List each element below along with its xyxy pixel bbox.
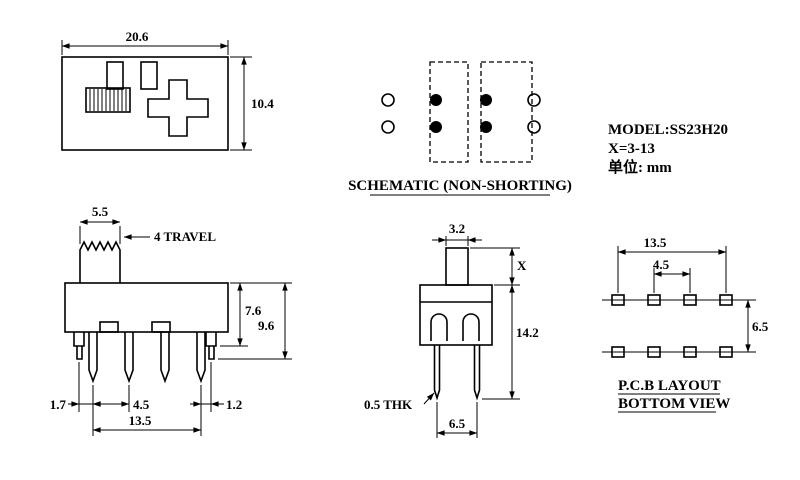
travel-label: 4 TRAVEL (154, 229, 216, 244)
schematic-slider-box-right (480, 61, 533, 163)
dim-body-heights (218, 282, 292, 360)
x-range-text: X=3-13 (608, 141, 655, 157)
schematic-common-terminals (430, 94, 492, 133)
top-view-knurled-knob (85, 87, 131, 113)
side-body (419, 284, 493, 346)
dim-pcb-span-value: 13.5 (644, 235, 667, 250)
top-view-guide-slots (106, 61, 158, 90)
pcb-pads (611, 294, 733, 358)
dim-knob-width (79, 219, 121, 244)
top-view-cross-cutout (147, 79, 209, 137)
dim-pin-pitch-value: 4.5 (133, 397, 150, 412)
dim-pin-spacing-lines (68, 362, 224, 436)
schematic-view: SCHEMATIC (NON-SHORTING) (348, 61, 572, 196)
dim-side-pin-gap (436, 402, 478, 438)
side-pins (433, 345, 481, 401)
thk-label: 0.5 THK (364, 397, 413, 412)
dim-pcb-row-gap (734, 299, 756, 353)
title-block: MODEL:SS23H20 X=3-13 单位: mm (608, 122, 728, 176)
front-body (64, 282, 229, 333)
front-pins (88, 332, 206, 384)
pcb-view: 13.5 4.5 6.5 P.C.B LAYOUT BOTTOM VIEW (602, 235, 769, 413)
dim-body-height-value: 7.6 (245, 303, 262, 318)
dim-top-width-value: 20.6 (126, 29, 149, 44)
side-contacts (430, 313, 480, 341)
dim-side-overall-value: 14.2 (516, 325, 539, 340)
front-knob (79, 240, 121, 283)
side-view: 3.2 X 14.2 0.5 THK 6.5 (364, 221, 539, 438)
dim-stem-width-value: 3.2 (449, 221, 465, 236)
dim-pcb-pitch (653, 268, 691, 293)
dim-top-height (230, 56, 252, 151)
dim-side-heights (470, 247, 520, 400)
dim-stem-width (432, 236, 482, 246)
dim-knob-width-value: 5.5 (92, 204, 109, 219)
dim-overall-height-value: 9.6 (258, 318, 275, 333)
dim-pin-span-value: 13.5 (129, 413, 152, 428)
top-view-body (61, 56, 229, 151)
dim-pcb-span (617, 246, 727, 293)
schematic-label: SCHEMATIC (NON-SHORTING) (348, 178, 572, 194)
front-body-notch-left (99, 321, 119, 333)
schematic-slider-box-left (429, 61, 469, 163)
pcb-label-line2: BOTTOM VIEW (618, 396, 730, 412)
dim-pin-right-offset-value: 1.2 (226, 397, 242, 412)
front-view: 5.5 4 TRAVEL 7.6 9.6 (50, 204, 292, 436)
dim-stem-height-value: X (517, 258, 527, 273)
unit-text: 单位: mm (608, 158, 672, 176)
dim-top-height-value: 10.4 (251, 96, 274, 111)
model-text: MODEL:SS23H20 (608, 122, 728, 138)
knurl-hatch (89, 89, 127, 111)
schematic-open-terminals (381, 93, 541, 134)
dim-pcb-pitch-value: 4.5 (653, 257, 670, 272)
pcb-label-line1: P.C.B LAYOUT (618, 378, 721, 394)
front-mount-brackets (73, 332, 217, 360)
dim-pcb-row-gap-value: 6.5 (752, 319, 769, 334)
dim-side-pin-gap-value: 6.5 (449, 416, 466, 431)
dim-top-width (61, 40, 229, 55)
dim-pin-left-offset-value: 1.7 (50, 397, 67, 412)
top-view: 20.6 10.4 (61, 29, 274, 151)
thk-leader (423, 392, 435, 405)
